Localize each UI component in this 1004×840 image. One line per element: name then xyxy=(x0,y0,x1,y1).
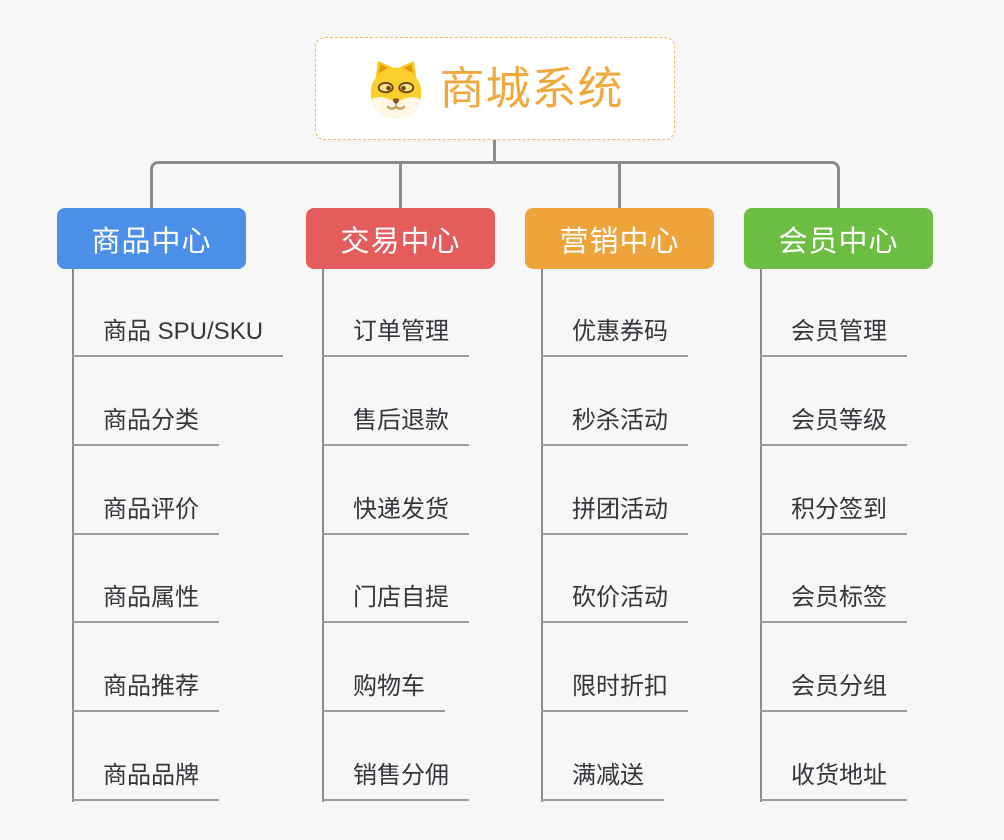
root-topic-title: 商城系统 xyxy=(439,63,624,114)
root-connector-line xyxy=(493,139,496,163)
subtopic[interactable]: 会员管理 xyxy=(760,315,907,357)
subtopic[interactable]: 商品分类 xyxy=(72,404,219,446)
subtopic[interactable]: 会员标签 xyxy=(760,581,907,623)
subtopic[interactable]: 快递发货 xyxy=(322,493,469,535)
subtopic[interactable]: 拼团活动 xyxy=(541,493,688,535)
branch-topic-product[interactable]: 商品中心 xyxy=(57,208,246,269)
subtopic[interactable]: 商品属性 xyxy=(72,581,219,623)
subtopic[interactable]: 秒杀活动 xyxy=(541,404,688,446)
branch-drop-line xyxy=(399,161,402,208)
subtopic[interactable]: 会员分组 xyxy=(760,670,907,712)
subtopic[interactable]: 购物车 xyxy=(322,670,445,712)
column-trunk-line xyxy=(322,269,324,802)
subtopic[interactable]: 满减送 xyxy=(541,759,664,801)
column-trunk-line xyxy=(541,269,543,802)
branch-topic-marketing[interactable]: 营销中心 xyxy=(525,208,714,269)
subtopic[interactable]: 会员等级 xyxy=(760,404,907,446)
subtopic[interactable]: 售后退款 xyxy=(322,404,469,446)
subtopic[interactable]: 商品推荐 xyxy=(72,670,219,712)
subtopic[interactable]: 积分签到 xyxy=(760,493,907,535)
branch-bracket-line xyxy=(150,161,840,208)
subtopic[interactable]: 销售分佣 xyxy=(322,759,469,801)
subtopic[interactable]: 商品 SPU/SKU xyxy=(72,315,284,357)
branch-topic-trade[interactable]: 交易中心 xyxy=(306,208,495,269)
column-trunk-line xyxy=(72,269,74,802)
subtopic[interactable]: 限时折扣 xyxy=(541,670,688,712)
subtopic[interactable]: 收货地址 xyxy=(760,759,907,801)
column-trunk-line xyxy=(760,269,762,802)
subtopic[interactable]: 订单管理 xyxy=(322,315,469,357)
dog-face-icon xyxy=(366,58,426,120)
branch-drop-line xyxy=(618,161,621,208)
subtopic[interactable]: 砍价活动 xyxy=(541,581,688,623)
subtopic[interactable]: 优惠券码 xyxy=(541,315,688,357)
branch-topic-member[interactable]: 会员中心 xyxy=(744,208,933,269)
subtopic[interactable]: 商品评价 xyxy=(72,493,219,535)
root-topic[interactable]: 商城系统 xyxy=(315,37,675,140)
subtopic[interactable]: 门店自提 xyxy=(322,581,469,623)
subtopic[interactable]: 商品品牌 xyxy=(72,759,219,801)
